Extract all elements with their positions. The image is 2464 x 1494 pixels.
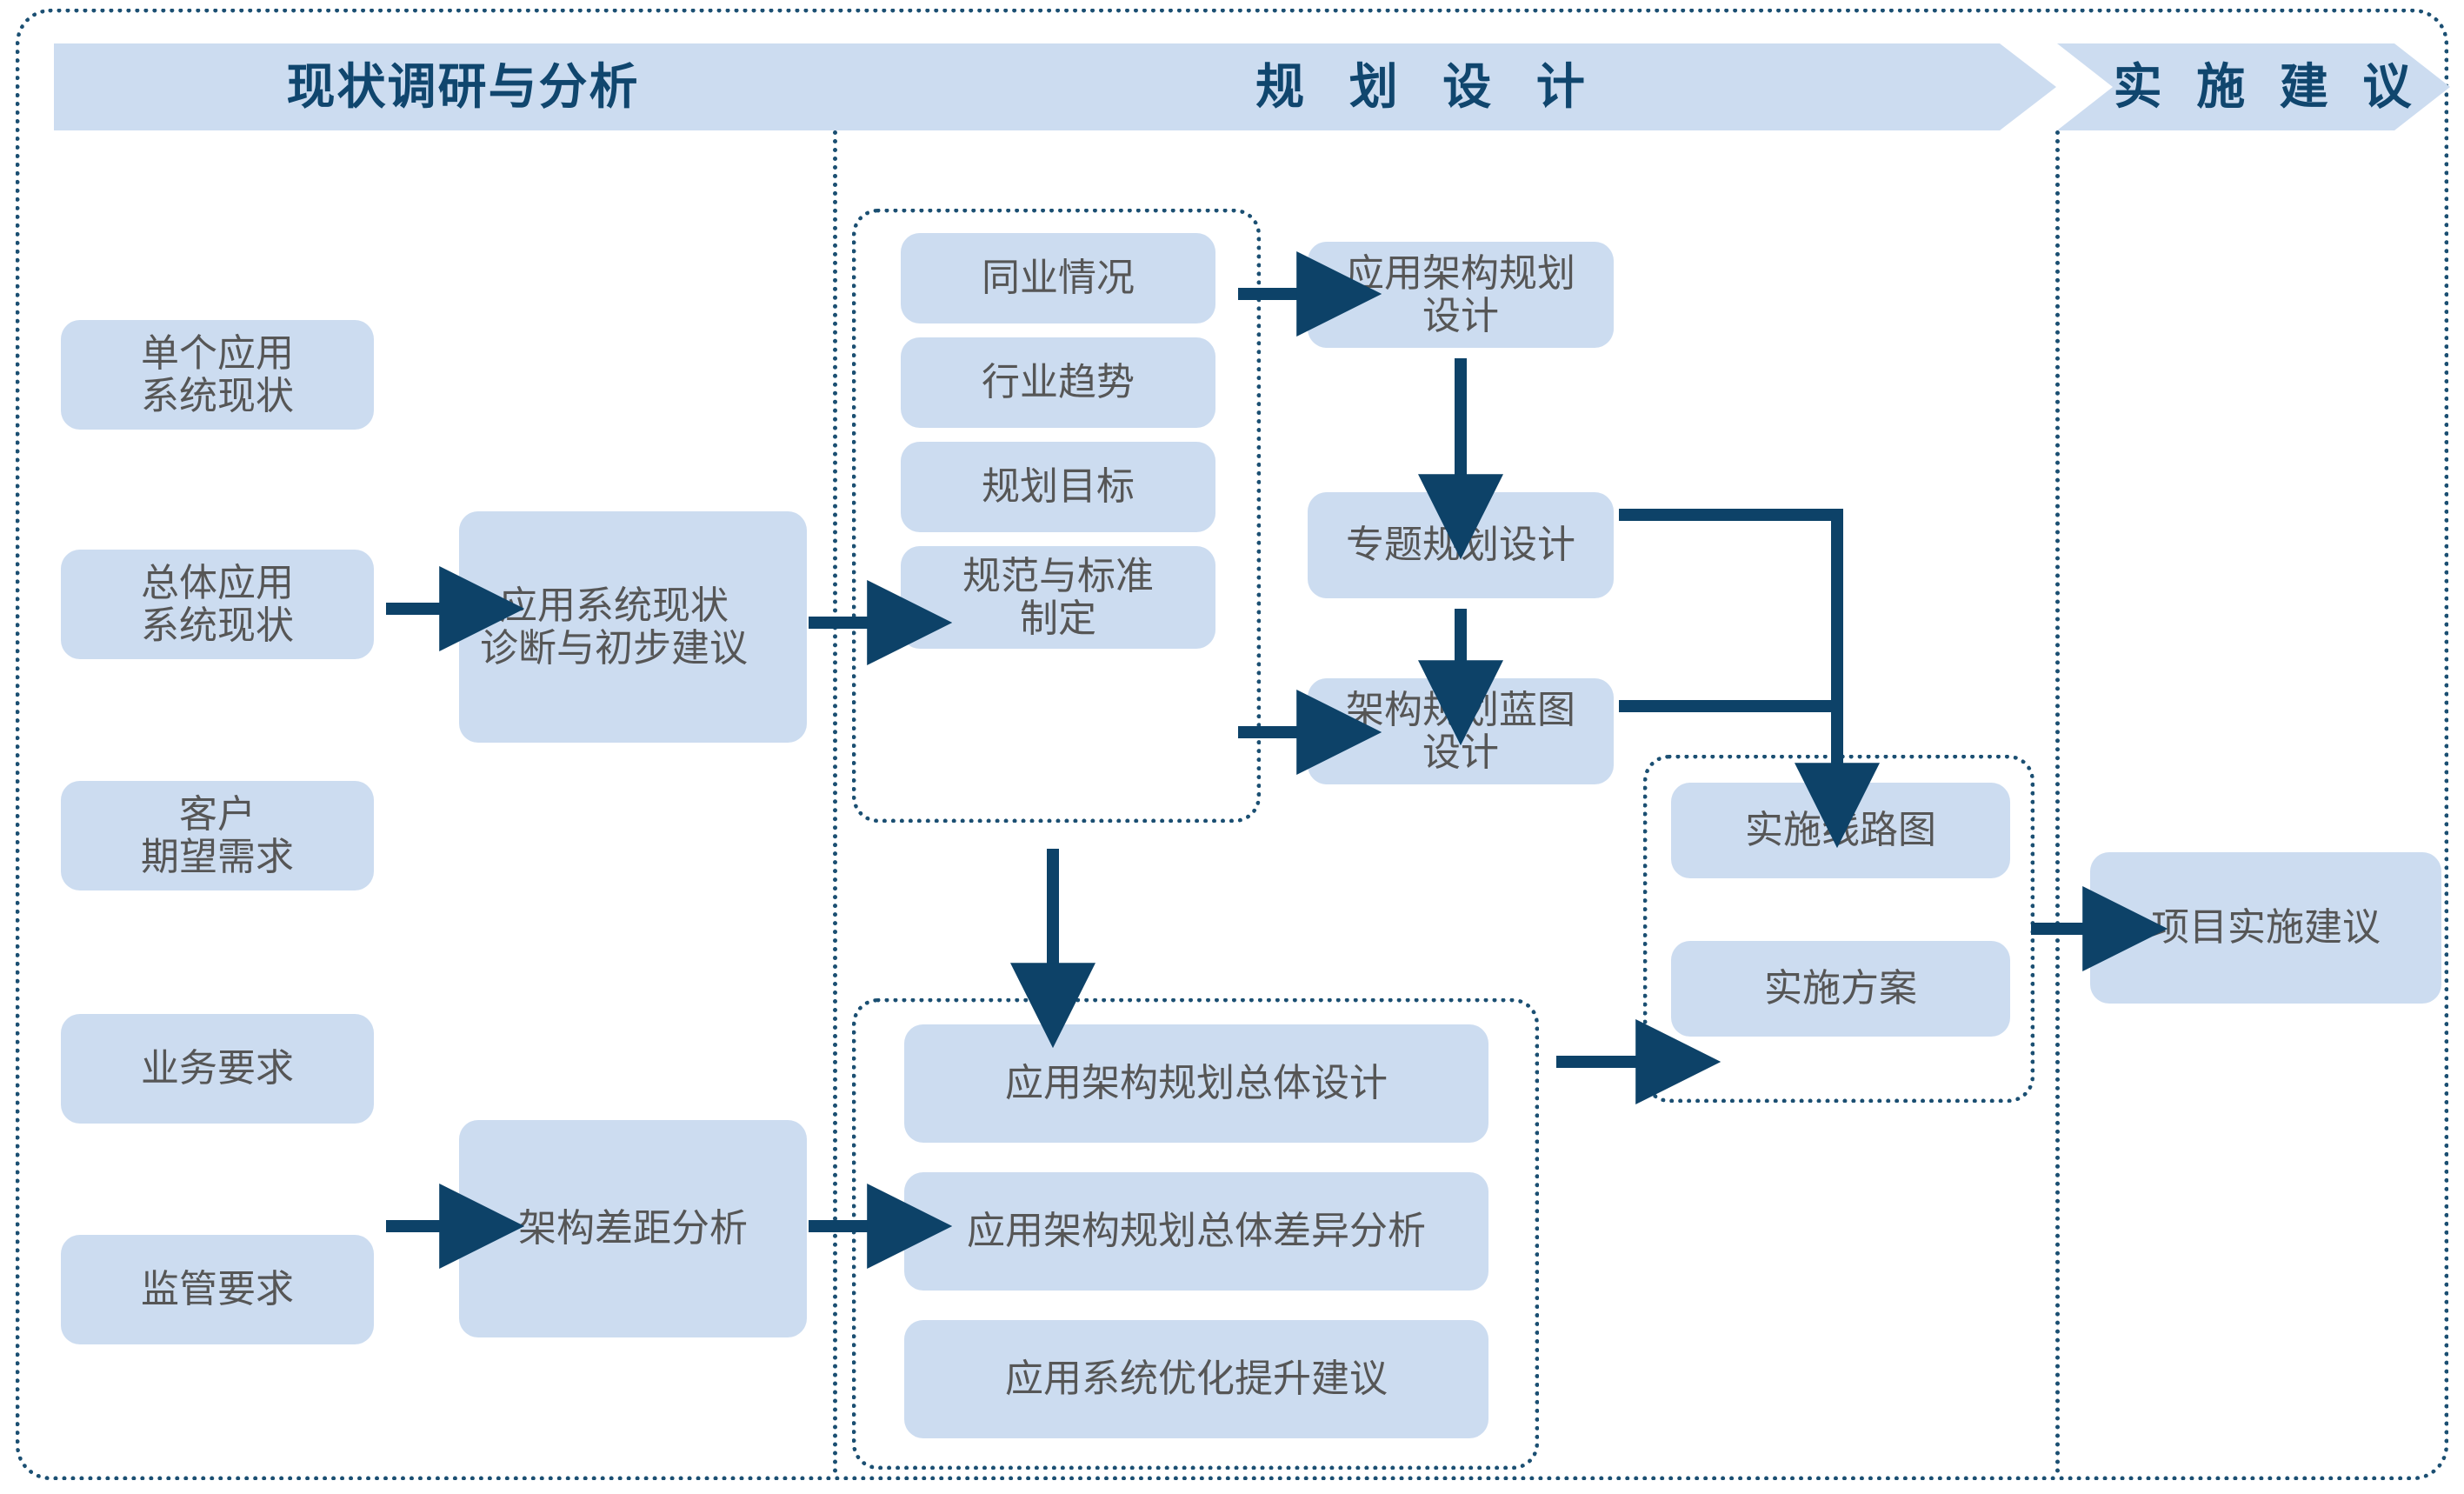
group-overall-design xyxy=(852,998,1539,1470)
phase-banner-label: 现状调研与分析 xyxy=(286,59,640,114)
phase-banner-label: 规 划 设 计 xyxy=(1255,59,1601,114)
phase-divider-right xyxy=(2055,130,2060,1474)
node-implementation-plan[interactable]: 实施方案 xyxy=(1671,941,2010,1037)
phase-banner-label: 实 施 建 议 xyxy=(2113,59,2422,114)
node-app-architecture-overall-design[interactable]: 应用架构规划总体设计 xyxy=(904,1024,1488,1143)
node-regulatory-requirement[interactable]: 监管要求 xyxy=(61,1235,374,1344)
phase-banner-planning-design: 规 划 设 计 xyxy=(842,43,2056,130)
node-app-system-optimization-advice[interactable]: 应用系统优化提升建议 xyxy=(904,1320,1488,1438)
connector-thematic-and-blueprint-to-implementation xyxy=(1619,509,1880,849)
node-app-architecture-gap-analysis[interactable]: 应用架构规划总体差异分析 xyxy=(904,1172,1488,1291)
node-planning-goal[interactable]: 规划目标 xyxy=(901,442,1215,532)
node-industry-trend[interactable]: 行业趋势 xyxy=(901,337,1215,428)
phase-banner-current-state: 现状调研与分析 xyxy=(54,43,928,130)
phase-divider-left xyxy=(833,130,837,1474)
node-single-app-status[interactable]: 单个应用 系统现状 xyxy=(61,320,374,430)
node-standards-definition[interactable]: 规范与标准 制定 xyxy=(901,546,1215,649)
group-planning-inputs xyxy=(852,209,1261,823)
node-overall-app-status[interactable]: 总体应用 系统现状 xyxy=(61,550,374,659)
node-business-requirement[interactable]: 业务要求 xyxy=(61,1014,374,1124)
phase-banner-implementation-advice: 实 施 建 议 xyxy=(2057,43,2450,130)
node-peer-situation[interactable]: 同业情况 xyxy=(901,233,1215,323)
node-customer-expectation[interactable]: 客户 期望需求 xyxy=(61,781,374,890)
